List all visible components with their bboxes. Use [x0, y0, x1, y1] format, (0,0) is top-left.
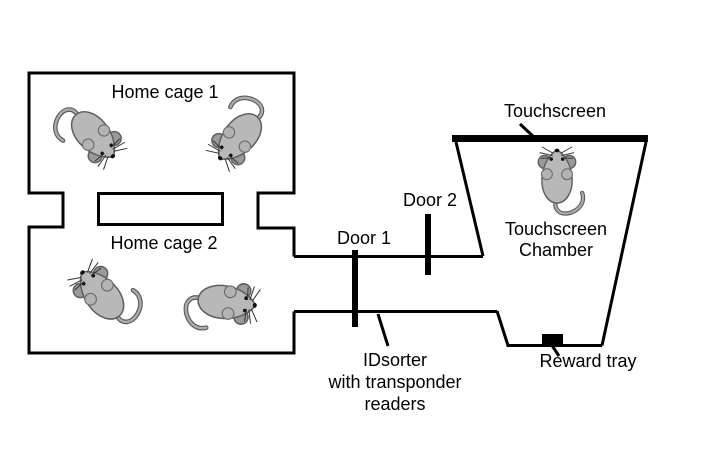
chamber-lower-left-wall — [495, 310, 510, 346]
home-cage-1-label: Home cage 1 — [111, 82, 219, 102]
reward-tray-label: Reward tray — [539, 351, 637, 371]
chamber-left-wall — [454, 141, 485, 257]
mouse-icon — [521, 144, 593, 216]
door-2-label: Door 2 — [402, 190, 458, 210]
touchscreen-label: Touchscreen — [503, 101, 607, 121]
touchscreen-bar — [452, 135, 648, 142]
home-cage-outline — [27, 71, 296, 355]
idsorter-label: IDsorter with transponder readers — [328, 350, 462, 414]
cage-divider — [97, 192, 224, 226]
door-1-label: Door 1 — [336, 228, 392, 248]
reward-tray-leader-line — [549, 343, 561, 357]
mouse-icon — [180, 259, 266, 345]
chamber-right-wall — [600, 141, 648, 346]
idsorter-leader-line — [376, 313, 390, 347]
home-cage-2-label: Home cage 2 — [110, 233, 218, 253]
reward-tray-marker — [542, 334, 563, 346]
touchscreen-chamber-label: Touchscreen Chamber — [504, 219, 608, 260]
touchscreen-leader-line — [518, 122, 538, 141]
